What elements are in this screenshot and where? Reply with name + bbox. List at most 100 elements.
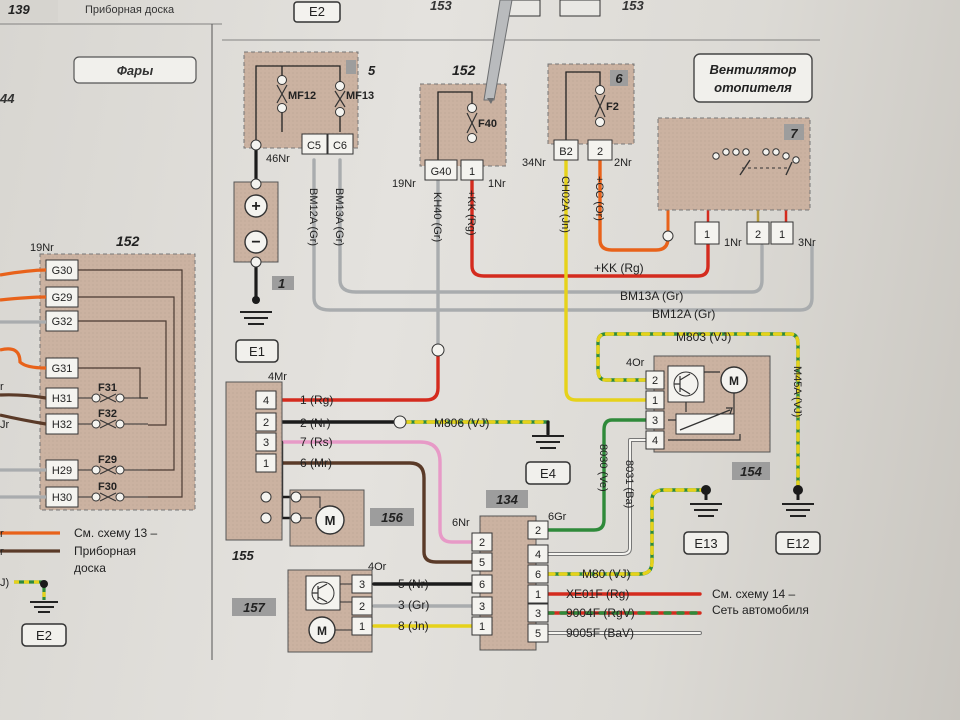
pin-c6-label: C6 [333, 140, 347, 152]
wire-134-6nr: 6Nr [452, 517, 470, 529]
block-152-number: 152 [452, 62, 476, 78]
svg-text:H32: H32 [52, 419, 72, 431]
wire-19nr: 19Nr [392, 178, 416, 190]
block-155-number: 155 [232, 548, 254, 563]
fuse-mf12-symbol [276, 75, 288, 113]
block-7: 7 1 2 1 1Nr 3Nr [657, 117, 816, 249]
fuse-f30: F30 [78, 481, 148, 502]
pin-134-right-5: 5 [527, 623, 549, 643]
svg-text:5: 5 [479, 557, 485, 569]
fan-title-2: отопителя [714, 80, 792, 95]
battery-minus: − [251, 234, 260, 251]
motor-156-label: M [325, 513, 336, 528]
svg-text:2: 2 [479, 537, 485, 549]
pin-152-1 [460, 159, 484, 181]
pin-h32: H32 [45, 413, 79, 435]
block-5: 5 MF12 MF13 C5 C6 46Nr [243, 51, 376, 165]
label-kh40-v: KH40 (Gr) [431, 192, 443, 242]
pin-b2 [553, 139, 579, 161]
legend-text-3: доска [74, 561, 106, 575]
label-8031-v: 8031 (Ba) [623, 460, 635, 508]
label-kk-v: +KK (Rg) [465, 190, 477, 236]
fan-motor-label: M [729, 374, 739, 388]
pin-152-1-label: 1 [469, 166, 475, 178]
pin-134-left-3: 3 [471, 596, 493, 616]
label-m803-h: M803 (VJ) [676, 330, 731, 344]
cut-label-1: r [0, 381, 4, 393]
wire-155-6mr: 6 (Mr) [300, 456, 332, 470]
pin-g30: G30 [45, 259, 79, 281]
svg-text:1: 1 [652, 395, 658, 407]
wire-7-1nr: 1Nr [724, 237, 742, 249]
legend-cut-r1: r [0, 528, 4, 540]
ref-153-label-2: 153 [622, 0, 644, 13]
resistor-icon [675, 413, 735, 435]
pin-134-left-6: 6 [471, 574, 493, 594]
junctions [393, 343, 445, 429]
headlights-label: Фары [117, 63, 153, 78]
wire-134-6gr: 6Gr [548, 511, 567, 523]
fuse-f29: F29 [78, 454, 148, 475]
pin-154-2: 2 [645, 370, 665, 390]
pin-h29: H29 [45, 459, 79, 481]
pin-6-2-label: 2 [597, 146, 603, 158]
ground-e1-label: E1 [249, 344, 265, 359]
wire-155-2nr: 2 (Nr) [300, 416, 331, 430]
pin-g32: G32 [45, 310, 79, 332]
fuse-f2-symbol [594, 85, 606, 127]
pin-134-left-5: 5 [471, 552, 493, 572]
svg-text:3: 3 [479, 601, 485, 613]
fuse-f31: F31 [78, 382, 148, 403]
svg-text:5: 5 [535, 628, 541, 640]
svg-text:G31: G31 [52, 363, 73, 375]
pin-155-1: 1 [255, 453, 277, 473]
pin-155-2: 2 [255, 412, 277, 432]
pin-7-1b-label: 1 [779, 229, 785, 241]
fuse-f32: F32 [78, 408, 148, 429]
pin-154-4: 4 [645, 430, 665, 450]
svg-text:H30: H30 [52, 492, 72, 504]
label-kk-h: +KK (Rg) [594, 261, 644, 275]
ref-e2-label: E2 [309, 4, 325, 19]
svg-text:F31: F31 [98, 382, 117, 394]
svg-text:6: 6 [535, 569, 541, 581]
svg-text:H31: H31 [52, 393, 72, 405]
pin-134-right-2: 2 [527, 520, 549, 540]
pin-7-1a [694, 221, 720, 245]
pin-7-2 [746, 221, 770, 245]
wire-m806: M806 (VJ) [434, 416, 489, 430]
legend-cut-r2: r [0, 546, 4, 558]
pin-154-1: 1 [645, 390, 665, 410]
legend-text-1: См. схему 13 – [74, 526, 158, 540]
battery-number: 1 [278, 276, 285, 291]
svg-text:1: 1 [479, 621, 485, 633]
label-cc-v: +CC (Or) [593, 176, 605, 221]
svg-text:3: 3 [535, 608, 541, 620]
block-156-number: 156 [381, 510, 403, 525]
transistor-157-icon [305, 575, 341, 611]
pin-g29: G29 [45, 286, 79, 308]
pin-g40-label: G40 [431, 166, 452, 178]
pin-c5 [301, 133, 328, 155]
pin-6-2 [587, 139, 613, 161]
pin-134-left-1: 1 [471, 616, 493, 636]
battery: + − 1 E1 [233, 178, 294, 363]
wire-46nr: 46Nr [266, 153, 290, 165]
label-bm12a-v: BM12A (Gr) [307, 188, 319, 246]
left-panel: Фары 44 152 19Nr G30G29G32G31H31H32H29H3… [0, 56, 197, 647]
label-bm12a-h: BM12A (Gr) [652, 307, 715, 321]
svg-text:4: 4 [652, 435, 658, 447]
ref-box-b [559, 0, 601, 17]
ground-e2-label: E2 [36, 628, 52, 643]
svg-text:4: 4 [263, 395, 269, 407]
wire-155-1rg: 1 (Rg) [300, 393, 333, 407]
ground-e4: E4 [525, 435, 571, 485]
svg-text:3: 3 [652, 415, 658, 427]
wire-157-3gr: 3 (Gr) [398, 598, 429, 612]
ref-153-label: 153 [430, 0, 452, 13]
label-m80: M80 (VJ) [582, 567, 631, 581]
